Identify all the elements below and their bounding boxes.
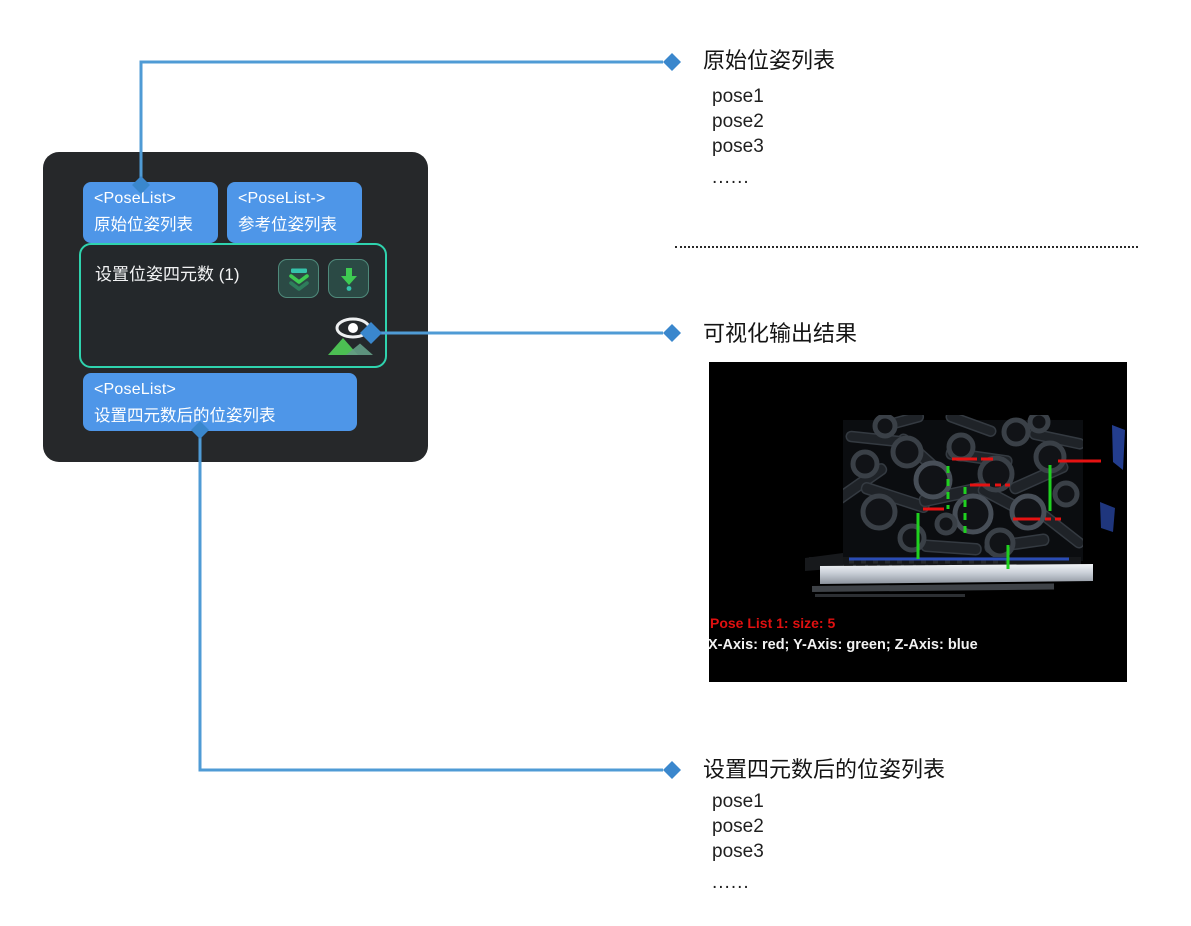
pose-list-top: pose1 pose2 pose3 ...... <box>712 84 764 190</box>
list-item: pose1 <box>712 86 764 107</box>
point-cloud-render: Pose List 1: size: 5 X-Axis: red; Y-Axis… <box>709 362 1127 682</box>
step-title: 设置位姿四元数 (1) <box>95 265 240 284</box>
viz-axis-legend: X-Axis: red; Y-Axis: green; Z-Axis: blue <box>709 637 978 653</box>
output-port-pose-list[interactable]: <PoseList> 设置四元数后的位姿列表 <box>83 373 357 431</box>
list-item: pose1 <box>712 791 764 812</box>
list-item: pose3 <box>712 841 764 862</box>
port-type-label: <PoseList> <box>94 190 177 207</box>
arrow-down-icon <box>340 267 357 291</box>
connector-diamond <box>663 761 681 779</box>
dotted-divider <box>675 246 1138 248</box>
eye-visualization-icon <box>328 317 373 355</box>
step-node[interactable]: <PoseList> 原始位姿列表 <PoseList-> 参考位姿列表 设置位… <box>43 152 428 462</box>
connector-diamond <box>663 324 681 342</box>
pose-list-bottom: pose1 pose2 pose3 ...... <box>712 789 764 895</box>
input-port-reference-pose-list[interactable]: <PoseList-> 参考位姿列表 <box>227 182 362 243</box>
visualization-toggle[interactable] <box>327 311 373 355</box>
list-item: pose2 <box>712 111 764 132</box>
connector-line-bottom <box>198 430 663 772</box>
double-chevron-down-icon <box>288 268 309 291</box>
callout-title-original-pose-list: 原始位姿列表 <box>703 48 836 73</box>
visualization-preview-image: Pose List 1: size: 5 X-Axis: red; Y-Axis… <box>709 362 1127 682</box>
list-item: pose3 <box>712 136 764 157</box>
list-item-ellipsis: ...... <box>712 167 750 188</box>
viz-pose-list-label: Pose List 1: size: 5 <box>710 615 835 631</box>
port-name-label: 设置四元数后的位姿列表 <box>94 407 276 425</box>
step-body[interactable]: 设置位姿四元数 (1) <box>79 243 387 368</box>
callout-title-result-pose-list: 设置四元数后的位姿列表 <box>703 757 946 782</box>
callout-title-visual-output: 可视化输出结果 <box>703 321 858 346</box>
connector-diamond <box>663 53 681 71</box>
port-type-label: <PoseList> <box>94 381 177 398</box>
list-item-ellipsis: ...... <box>712 872 750 893</box>
input-port-original-pose-list[interactable]: <PoseList> 原始位姿列表 <box>83 182 218 243</box>
port-name-label: 原始位姿列表 <box>94 216 193 234</box>
list-item: pose2 <box>712 816 764 837</box>
port-type-label: <PoseList-> <box>238 190 326 207</box>
run-step-button[interactable] <box>328 259 369 298</box>
continue-run-button[interactable] <box>278 259 319 298</box>
port-name-label: 参考位姿列表 <box>238 216 337 234</box>
